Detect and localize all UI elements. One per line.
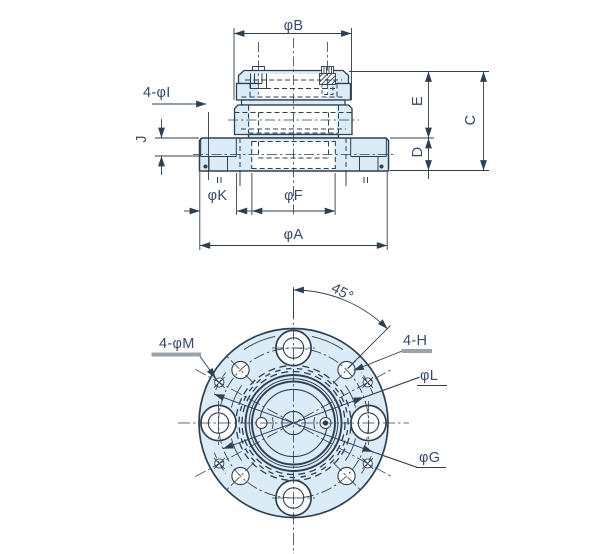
label-accent-bar (401, 349, 432, 353)
dim-label-phi-a: φA (283, 226, 304, 243)
dim-label-d: D (409, 146, 426, 158)
dim-label-phi-l: φL (420, 368, 439, 384)
section-dimensions (152, 28, 489, 250)
dim-label-4-phi-i: 4-φI (143, 85, 171, 101)
dim-label-4-phi-m: 4-φM (159, 336, 195, 352)
section-view (152, 28, 489, 250)
dim-label-phi-b: φB (283, 17, 304, 34)
dim-label-j: J (133, 134, 150, 143)
dim-label-4-h: 4-H (403, 333, 428, 349)
label-accent-bar (151, 352, 201, 357)
pin-holes (213, 376, 374, 470)
front-view (151, 286, 447, 554)
dim-label-c: C (462, 114, 479, 125)
dim-label-phi-f: φF (284, 187, 303, 204)
angle-dimension (293, 286, 391, 369)
dim-label-phi-k: φK (207, 187, 228, 204)
dim-label-e: E (409, 96, 426, 106)
flange-hole-sections (200, 138, 387, 186)
front-leaders (151, 349, 447, 469)
dim-label-phi-g: φG (419, 450, 441, 466)
section-centerlines (193, 38, 395, 216)
